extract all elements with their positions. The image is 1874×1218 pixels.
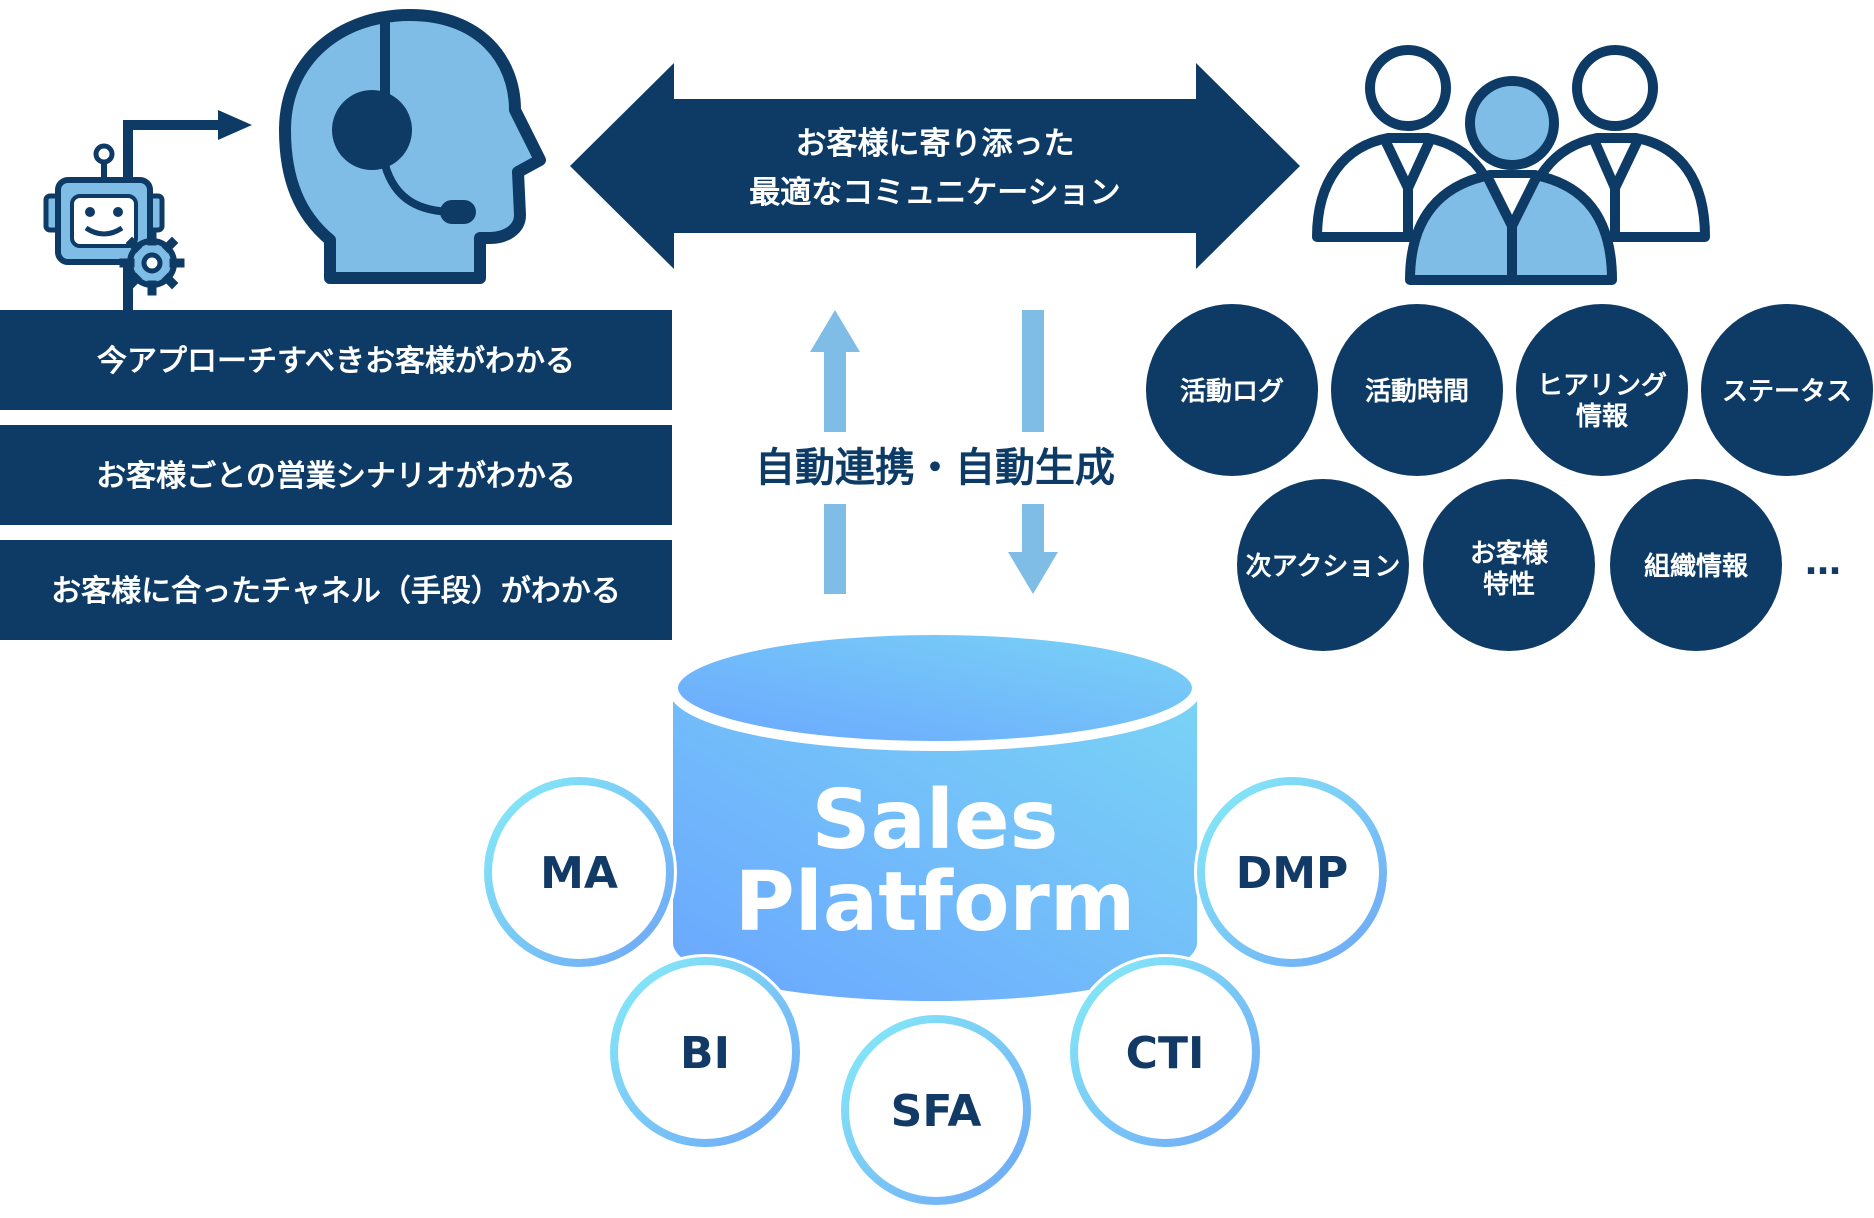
data-circle-3-line-2: 情報 (1576, 402, 1629, 432)
data-circle-2-label: 活動時間 (1365, 377, 1469, 407)
info-box-2 (0, 425, 672, 525)
satellite-dmp-label: DMP (1236, 848, 1349, 899)
info-box-3 (0, 540, 672, 640)
more-ellipsis: … (1805, 542, 1841, 583)
satellite-bi (610, 957, 800, 1147)
auto-link-label: 自動連携・自動生成 (755, 445, 1115, 491)
data-circle-1 (1146, 304, 1318, 476)
data-circle-2 (1331, 304, 1503, 476)
satellite-ma (484, 777, 674, 967)
data-circle-4-label: ステータス (1722, 377, 1852, 407)
data-circle-3 (1516, 304, 1688, 476)
down-arrow-head (1008, 552, 1058, 594)
data-circle-3-line-1: ヒアリング (1537, 371, 1667, 401)
satellite-sfa (841, 1015, 1031, 1205)
info-box-2-label: お客様ごとの営業シナリオがわかる (96, 459, 576, 494)
operator-headset-icon (279, 9, 546, 284)
robot-gear-icon (43, 110, 252, 310)
platform-line-1: Sales (812, 773, 1059, 868)
satellite-dmp (1197, 777, 1387, 967)
bubble-line-2: 最適なコミュニケーション (749, 175, 1120, 211)
info-box-1 (0, 310, 672, 410)
sales-platform-database: Sales Platform (668, 625, 1202, 1001)
left-info-boxes: 今アプローチすべきお客様がわかる お客様ごとの営業シナリオがわかる お客様に合っ… (0, 310, 672, 640)
data-circle-6-line-2: 特性 (1483, 569, 1535, 600)
data-circle-4 (1701, 304, 1873, 476)
info-box-1-label: 今アプローチすべきお客様がわかる (97, 344, 575, 379)
data-circle-5 (1237, 479, 1409, 651)
satellite-sfa-label: SFA (891, 1086, 982, 1137)
communication-double-arrow: お客様に寄り添った 最適なコミュニケーション (570, 63, 1300, 269)
data-circle-7 (1610, 479, 1782, 651)
data-circle-1-label: 活動ログ (1180, 377, 1284, 407)
satellite-bi-label: BI (680, 1028, 730, 1079)
customers-group-icon (1312, 45, 1710, 285)
up-arrow-head (810, 310, 860, 352)
data-circle-6-line-1: お客様 (1470, 538, 1549, 569)
info-box-3-label: お客様に合ったチャネル（手段）がわかる (51, 574, 621, 609)
auto-link-arrows: 自動連携・自動生成 (752, 310, 1115, 594)
satellite-cti-label: CTI (1126, 1028, 1205, 1079)
platform-line-2: Platform (735, 855, 1136, 950)
satellite-systems: MA BI SFA CTI DMP (481, 774, 1390, 1208)
data-circle-6 (1423, 479, 1595, 651)
data-circle-5-label: 次アクション (1246, 552, 1401, 582)
data-circle-7-label: 組織情報 (1644, 551, 1749, 582)
satellite-ma-label: MA (540, 848, 618, 899)
satellite-cti (1070, 957, 1260, 1147)
bubble-line-1: お客様に寄り添った (796, 126, 1075, 162)
data-items: 活動ログ 活動時間 ヒアリング 情報 ステータス 次アクション お客様 特性 組… (1146, 304, 1873, 651)
